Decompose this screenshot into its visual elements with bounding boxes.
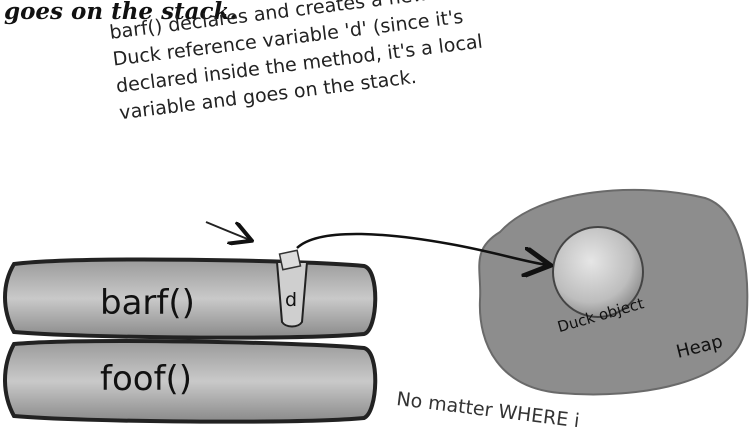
- frame-label-barf: barf(): [100, 283, 195, 323]
- reference-variable-d: d: [277, 250, 307, 326]
- stack-frame-barf: barf(): [5, 260, 375, 338]
- frame-label-foof: foof(): [100, 359, 192, 399]
- annotation-arrow: [206, 222, 250, 240]
- variable-label: d: [285, 289, 297, 311]
- stack-frame-foof: foof(): [5, 341, 375, 422]
